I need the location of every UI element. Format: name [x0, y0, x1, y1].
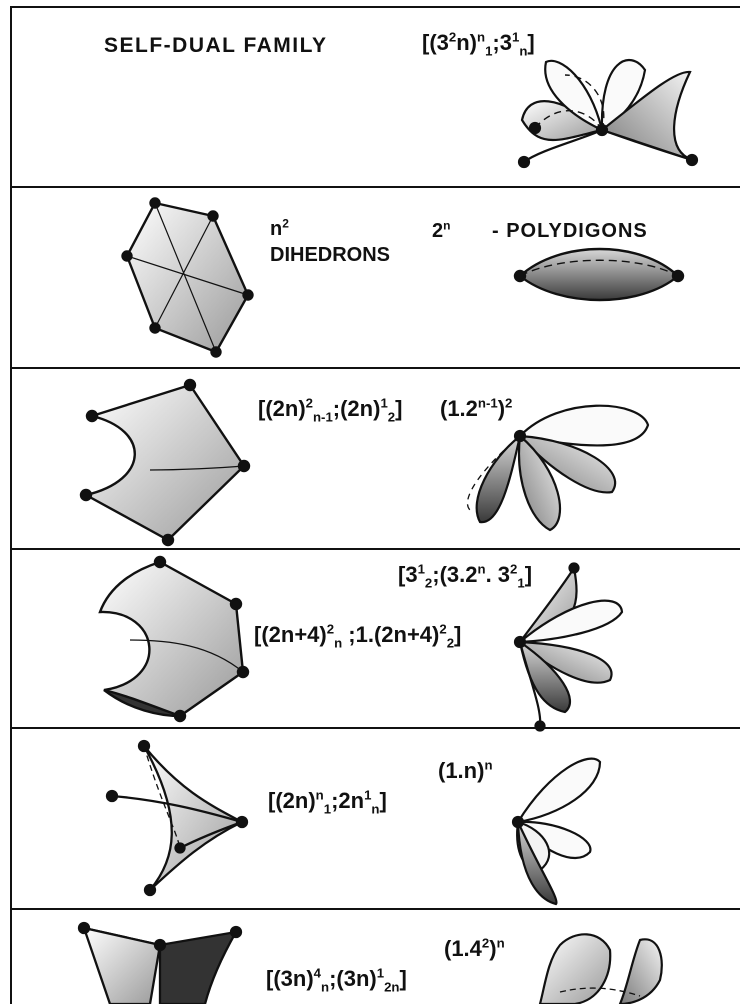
self-dual-figure — [519, 60, 697, 167]
panel4-right-figure — [515, 564, 622, 731]
polydigon-figure — [515, 249, 683, 300]
panel5-right-figure — [513, 759, 600, 904]
panel5-left-figure — [107, 741, 247, 895]
panel6-left-figure — [79, 923, 241, 1004]
panel3-right-figure — [467, 406, 648, 530]
panel6-right-figure — [540, 934, 662, 1004]
panel3-left-figure — [81, 380, 249, 545]
panel4-left-figure — [100, 557, 248, 721]
dihedron-figure — [123, 199, 253, 357]
